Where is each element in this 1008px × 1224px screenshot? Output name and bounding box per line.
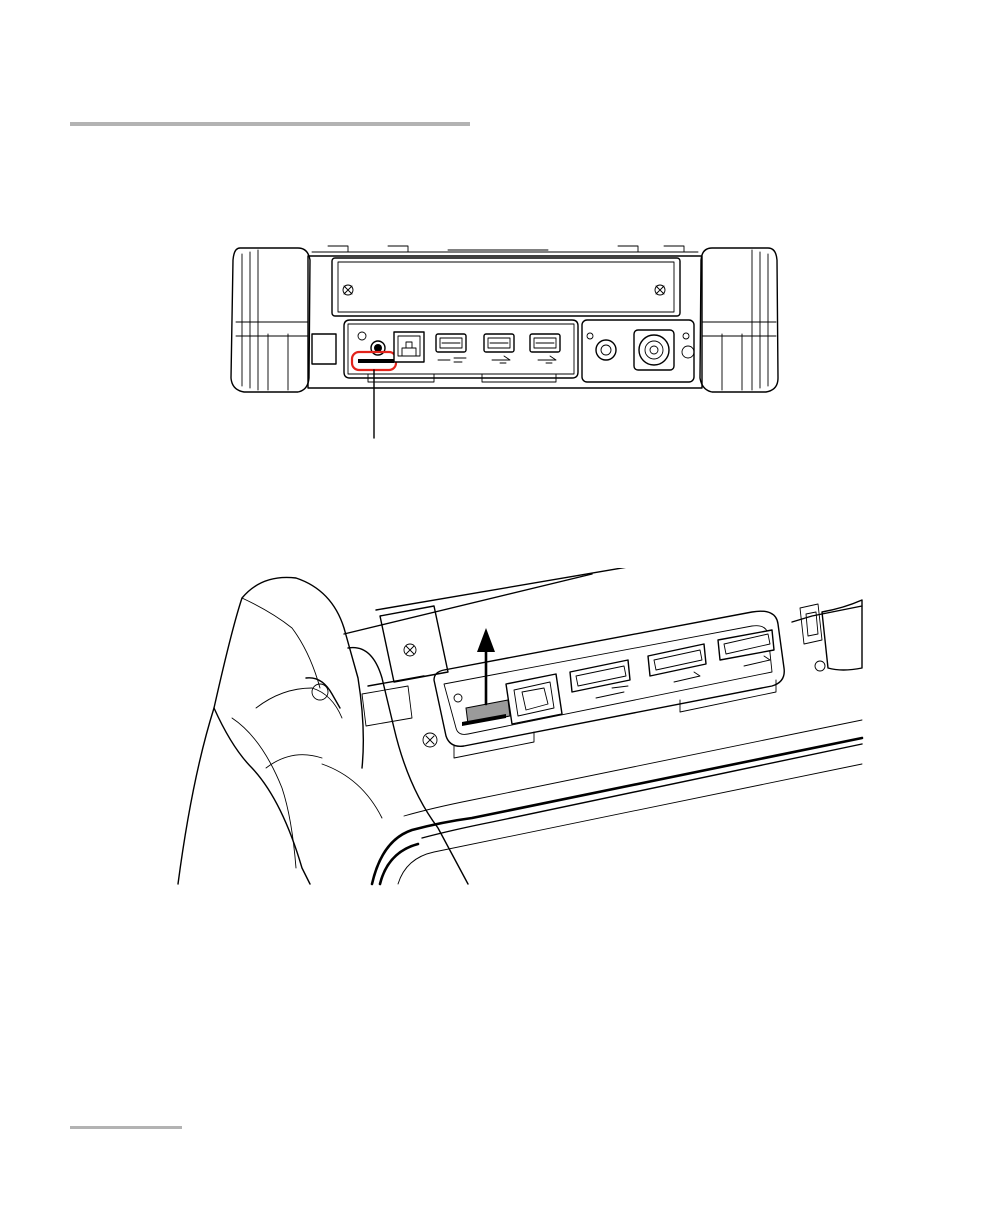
usb3-port [570,660,630,698]
header-rule [70,122,470,126]
front-panel-figure [228,238,782,442]
device-body [344,568,862,884]
left-bumper [178,577,382,884]
footer-rule [70,1126,182,1129]
rf-connector-module [582,320,694,382]
usb-port [718,630,774,666]
right-bumper [700,248,778,392]
up-arrow-icon [477,628,495,704]
usb-port [530,334,560,363]
usb-port [648,644,706,682]
usb-port [484,334,514,363]
connector-panel [344,320,578,382]
ethernet-port-icon [394,332,424,362]
perspective-figure [172,568,872,886]
left-bumper [231,248,336,392]
connector-panel [423,611,784,758]
usb3-port [436,334,466,362]
rf-connector-module [792,600,862,671]
